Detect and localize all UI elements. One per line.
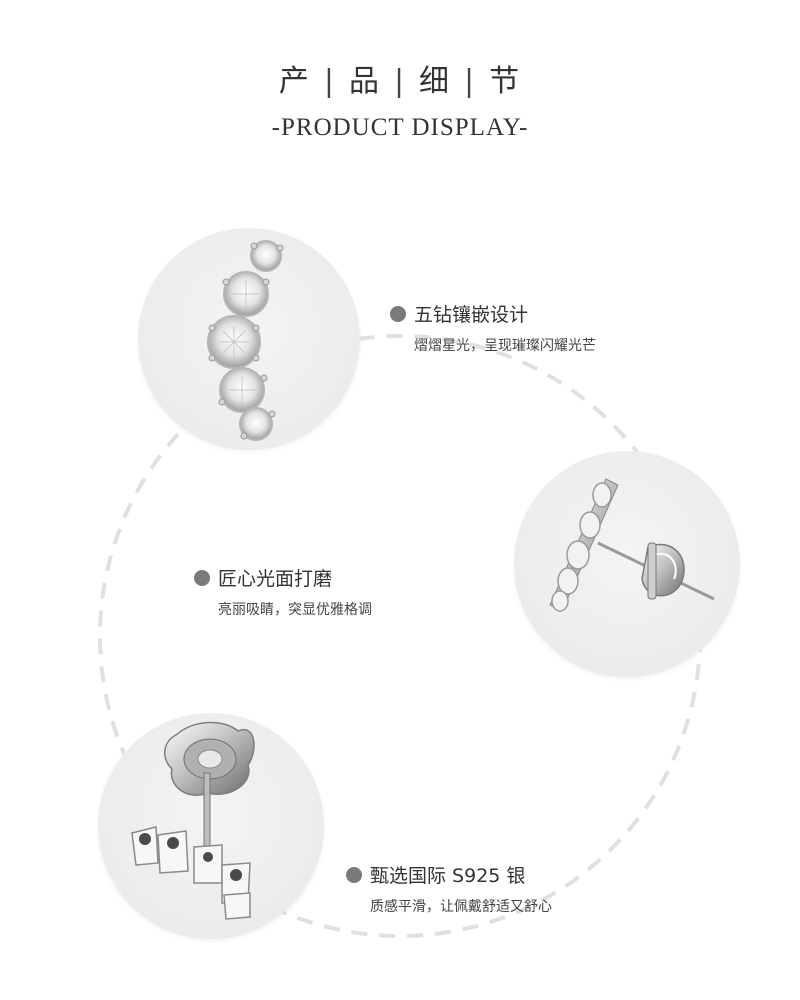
title-separator: | [464, 64, 477, 99]
earring-back-image [98, 713, 324, 939]
page-title: 产 | 品 | 细 | 节 [0, 56, 800, 100]
feature-title: 匠心光面打磨 [218, 568, 333, 590]
feature-item: 匠心光面打磨 亮丽吸睛，突显优雅格调 [194, 564, 372, 619]
earring-front-image [138, 228, 360, 450]
feature-description: 亮丽吸睛，突显优雅格调 [218, 602, 372, 618]
title-separator: | [323, 64, 336, 99]
bullet-icon [346, 866, 362, 883]
feature-title: 甄选国际 S925 银 [370, 865, 526, 887]
title-char: 细 [419, 64, 452, 99]
title-char: 节 [489, 64, 522, 99]
feature-description: 质感平滑，让佩戴舒适又舒心 [370, 899, 552, 915]
bullet-icon [390, 305, 406, 322]
feature-item: 甄选国际 S925 银 质感平滑，让佩戴舒适又舒心 [346, 861, 552, 916]
feature-item: 五钻镶嵌设计 熠熠星光，呈现璀璨闪耀光芒 [390, 300, 596, 355]
earring-side-image [514, 451, 740, 677]
title-char: 产 [278, 64, 311, 99]
feature-description: 熠熠星光，呈现璀璨闪耀光芒 [414, 338, 596, 354]
page-subtitle: -PRODUCT DISPLAY- [271, 114, 529, 141]
title-separator: | [393, 64, 407, 99]
feature-title: 五钻镶嵌设计 [414, 304, 529, 326]
page-header: 产 | 品 | 细 | 节 -PRODUCT DISPLAY- [0, 56, 800, 142]
bullet-icon [194, 569, 210, 586]
title-char: 品 [348, 64, 381, 99]
